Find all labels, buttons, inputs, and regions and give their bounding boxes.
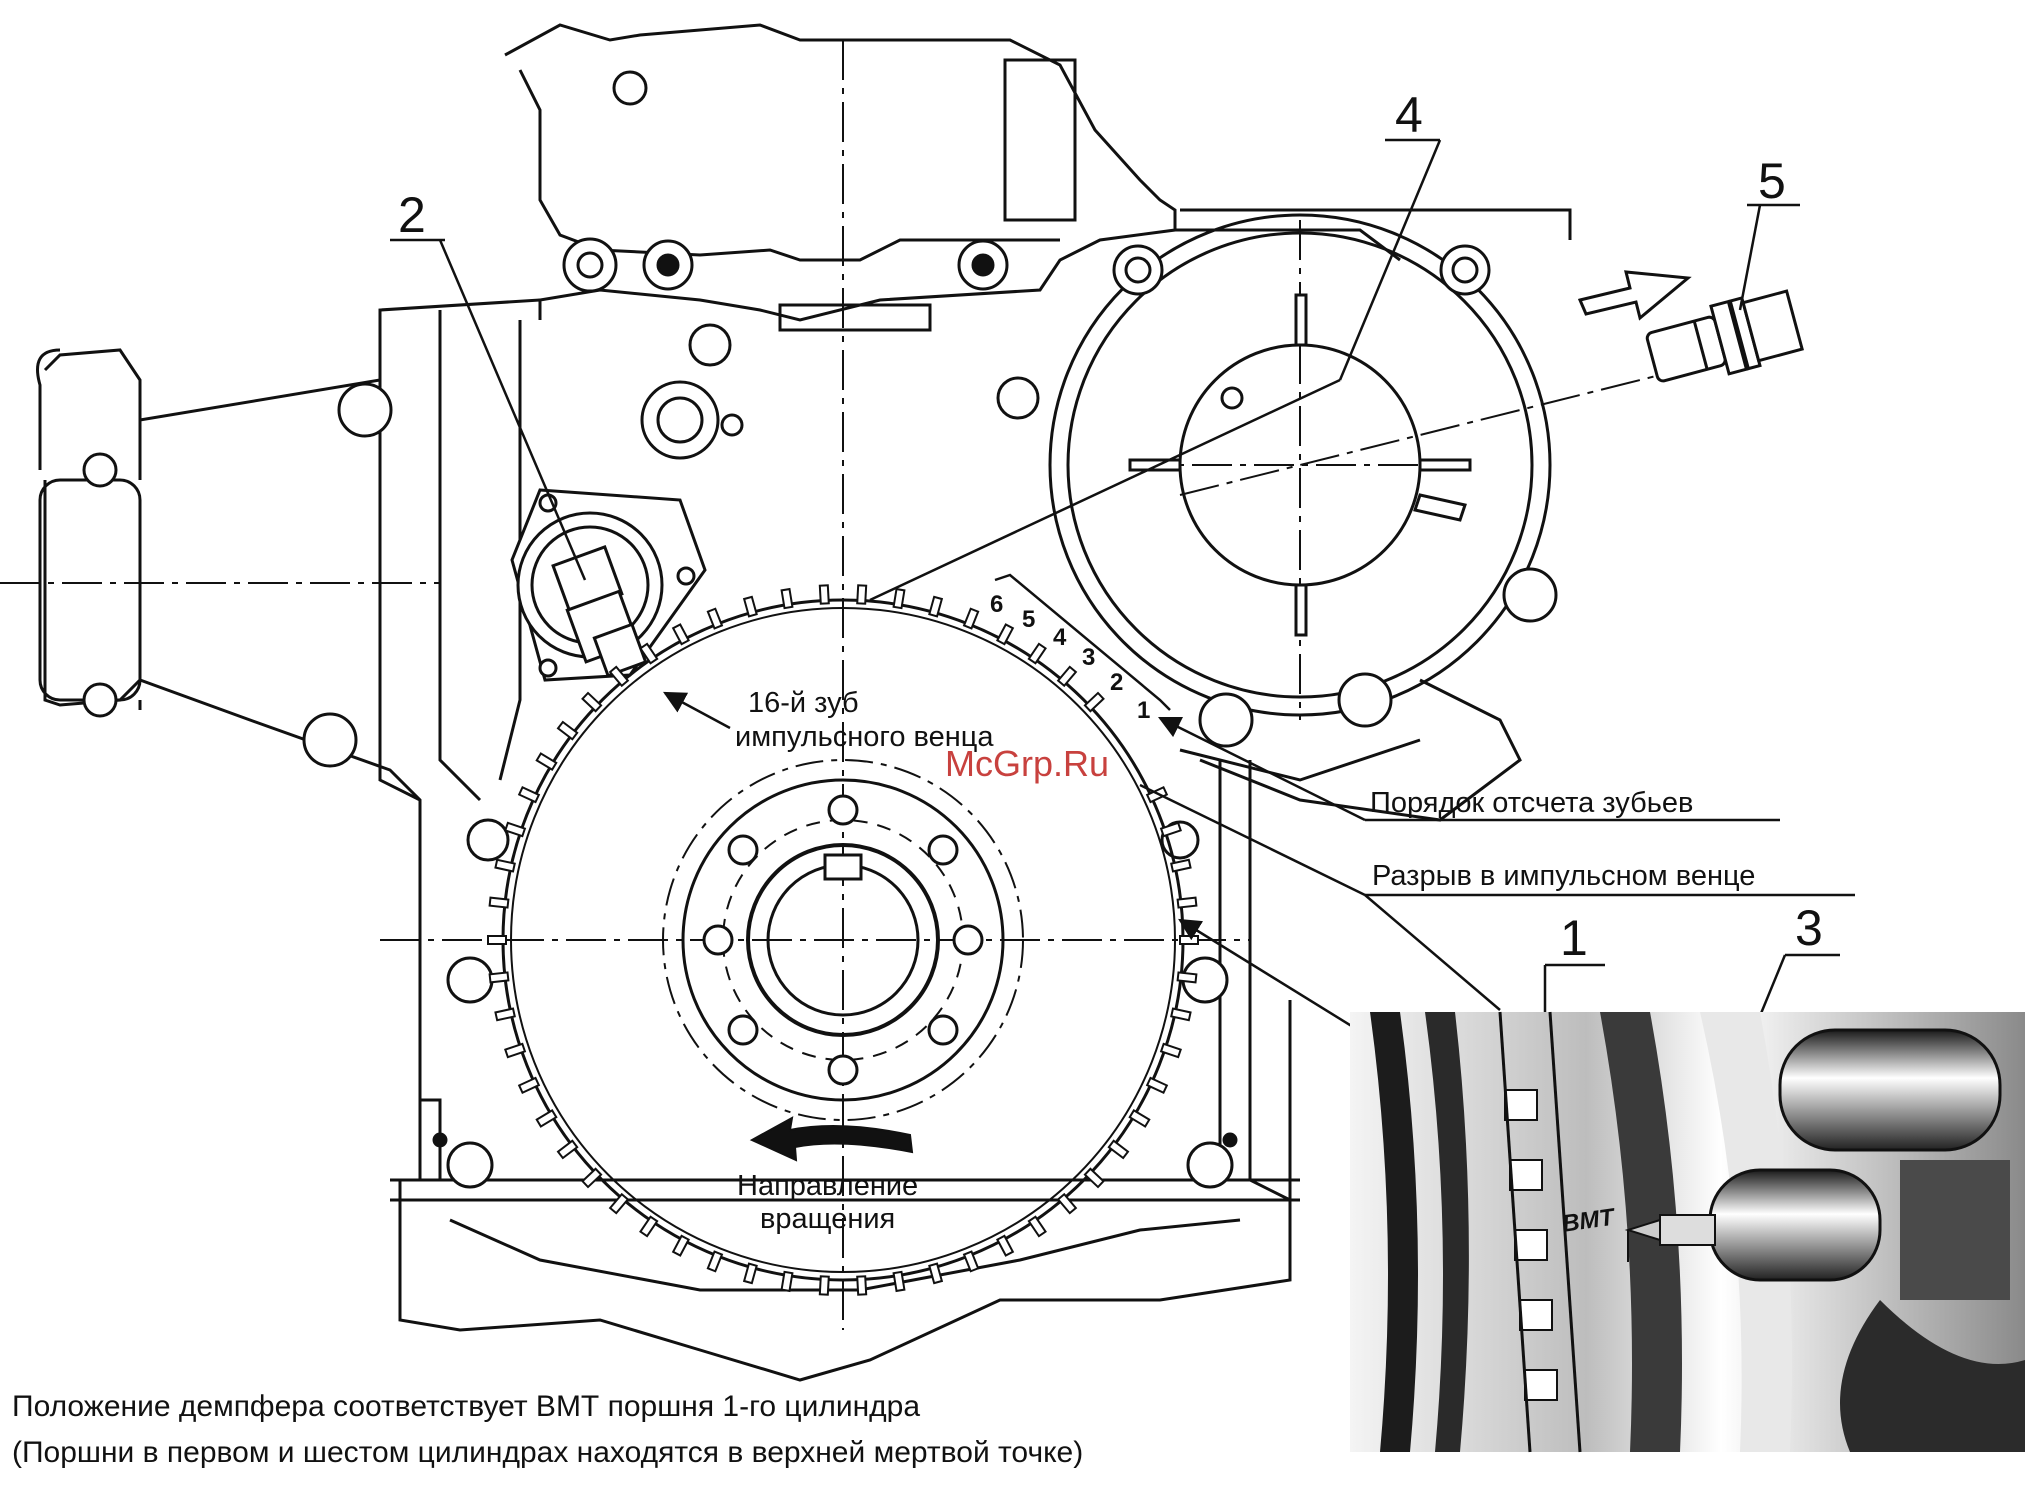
pump-flange bbox=[1128, 293, 1472, 637]
pulse-ring-tooth bbox=[504, 1042, 527, 1059]
pulse-ring-tooth bbox=[639, 642, 659, 665]
pulse-ring-tooth bbox=[1170, 858, 1192, 873]
pulse-ring-tooth bbox=[1027, 642, 1047, 665]
callout-3: 3 bbox=[1795, 900, 1823, 956]
pulse-ring-tooth bbox=[1083, 691, 1105, 713]
tooth-number-5: 5 bbox=[1022, 606, 1035, 633]
pulse-ring-tooth bbox=[1027, 1215, 1047, 1238]
pulse-ring-tooth bbox=[1176, 896, 1198, 909]
callout-2: 2 bbox=[398, 187, 426, 243]
pulse-ring-tooth bbox=[780, 1270, 794, 1293]
callout-4: 4 bbox=[1395, 87, 1423, 143]
pulse-ring-tooth bbox=[742, 595, 758, 618]
pulse-ring-tooth bbox=[962, 1250, 980, 1273]
rotation-arrow-icon bbox=[749, 1116, 914, 1162]
pulse-ring-tooth bbox=[1145, 1076, 1169, 1095]
pulse-ring-tooth bbox=[962, 607, 980, 630]
tooth-number-6: 6 bbox=[990, 591, 1003, 618]
sensor-5 bbox=[1645, 289, 1804, 383]
tooth-number-2: 2 bbox=[1110, 669, 1123, 696]
pulse-ring-tooth bbox=[639, 1215, 659, 1238]
pulse-ring-tooth bbox=[671, 1234, 690, 1257]
pulse-ring-tooth bbox=[1179, 935, 1199, 945]
pulse-ring-tooth bbox=[1056, 1192, 1078, 1215]
pulse-ring-tooth bbox=[556, 1139, 579, 1160]
pulse-ring-teeth bbox=[487, 584, 1199, 1296]
pulse-ring-tooth bbox=[671, 623, 690, 646]
tooth-number-3: 3 bbox=[1082, 644, 1095, 671]
callout-5: 5 bbox=[1758, 153, 1786, 209]
housing-bolts bbox=[82, 70, 1558, 1189]
pulse-ring-tooth bbox=[892, 1270, 906, 1293]
label-tooth16-line1: 16-й зуб bbox=[748, 687, 859, 719]
pulse-ring-tooth bbox=[608, 1192, 630, 1215]
pulse-ring-tooth bbox=[535, 752, 558, 772]
engine-housing bbox=[36, 23, 1572, 1382]
pulse-ring-tooth bbox=[818, 1275, 830, 1296]
pulse-ring-tooth bbox=[706, 607, 724, 630]
pulse-ring-tooth bbox=[742, 1262, 758, 1285]
tooth-number-4: 4 bbox=[1053, 624, 1067, 651]
pulse-ring-tooth bbox=[494, 1007, 516, 1022]
callout-1: 1 bbox=[1560, 910, 1588, 966]
pulse-ring-tooth bbox=[706, 1250, 724, 1273]
pulse-ring-tooth bbox=[856, 584, 868, 605]
pulse-ring-tooth bbox=[488, 971, 510, 984]
pulse-ring-tooth bbox=[581, 1167, 603, 1189]
pulse-ring-tooth bbox=[928, 595, 944, 618]
pulse-ring-tooth bbox=[488, 896, 510, 909]
pulse-ring-tooth bbox=[1107, 1139, 1130, 1160]
pulse-ring-tooth bbox=[1159, 821, 1182, 838]
detail-inset bbox=[1350, 1011, 2025, 1453]
pulse-ring-tooth bbox=[996, 1234, 1015, 1257]
pulse-ring-tooth bbox=[856, 1275, 868, 1296]
caption-line-1: Положение демпфера соответствует ВМТ пор… bbox=[12, 1390, 921, 1423]
caption-line-2: (Поршни в первом и шестом цилиндрах нахо… bbox=[12, 1436, 1084, 1469]
pulse-ring-tooth bbox=[556, 720, 579, 741]
pulse-ring-tooth bbox=[494, 858, 516, 873]
pulse-ring-tooth bbox=[608, 665, 630, 688]
pulse-ring-tooth bbox=[1176, 971, 1198, 984]
pulse-ring-tooth bbox=[818, 584, 830, 605]
pulse-ring-tooth bbox=[928, 1262, 944, 1285]
tooth-number-1: 1 bbox=[1137, 697, 1150, 724]
label-tooth-order: Порядок отсчета зубьев bbox=[1370, 787, 1693, 819]
pulse-ring-tooth bbox=[535, 1108, 558, 1128]
pulse-ring-tooth bbox=[517, 785, 541, 804]
pulse-ring-tooth bbox=[1128, 1108, 1151, 1128]
pulse-ring-tooth bbox=[996, 623, 1015, 646]
pulse-ring-tooth bbox=[487, 935, 507, 945]
label-rotation-line1: Направление bbox=[737, 1170, 918, 1202]
damper-bolts bbox=[702, 794, 984, 1086]
pulse-ring-tooth bbox=[581, 691, 603, 713]
label-ring-gap: Разрыв в импульсном венце bbox=[1372, 860, 1755, 892]
watermark-text: McGrp.Ru bbox=[945, 743, 1109, 784]
pulse-ring-tooth bbox=[504, 821, 527, 838]
pulse-ring-tooth bbox=[780, 587, 794, 610]
removal-arrow-icon bbox=[1577, 270, 1692, 321]
pulse-ring-tooth bbox=[517, 1076, 541, 1095]
pulse-ring-tooth bbox=[1083, 1167, 1105, 1189]
label-rotation-line2: вращения bbox=[760, 1203, 895, 1235]
pulse-ring-tooth bbox=[1056, 665, 1078, 688]
speed-sensor-2 bbox=[510, 488, 707, 682]
pulse-ring-tooth bbox=[892, 587, 906, 610]
label-tooth16-line2: импульсного венца bbox=[735, 721, 994, 753]
